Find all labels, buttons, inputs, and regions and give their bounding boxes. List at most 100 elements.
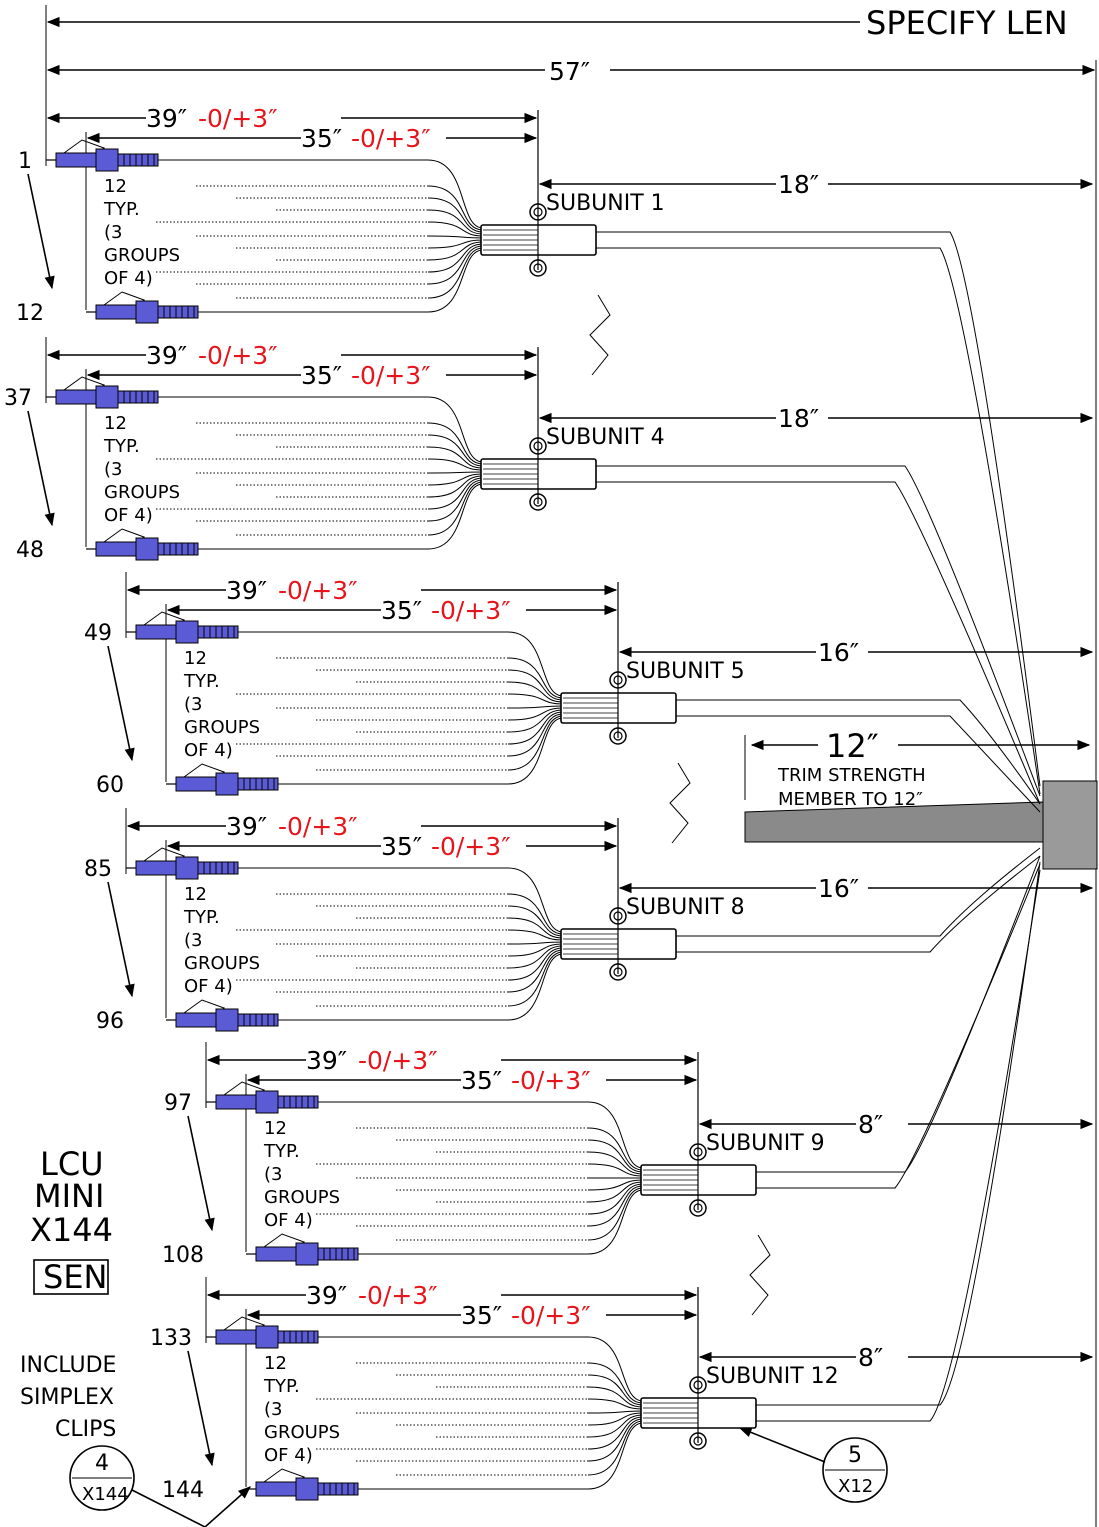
inner-length-label: 35″ [461, 1066, 502, 1095]
outer-tolerance-label: -0/+3″ [278, 576, 358, 605]
fiber-last-number: 48 [16, 538, 44, 563]
typical-label: TYP. [183, 671, 220, 692]
inner-tolerance-label: -0/+3″ [431, 596, 511, 625]
inner-tolerance-label: -0/+3″ [511, 1066, 591, 1095]
typical-label: TYP. [103, 436, 140, 457]
inner-length-label: 35″ [301, 124, 342, 153]
typical-label: TYP. [183, 907, 220, 928]
note-line2: SIMPLEX [20, 1385, 114, 1410]
lc-connector-icon [246, 1233, 359, 1266]
lc-connector-icon [166, 999, 279, 1032]
outer-tolerance-label: -0/+3″ [198, 104, 278, 133]
jacket-line [676, 847, 1041, 937]
lc-connector-icon [126, 611, 239, 644]
groups-label-2: GROUPS [264, 1422, 340, 1443]
groups-label-3: OF 4) [264, 1445, 313, 1466]
groups-label-3: OF 4) [184, 976, 233, 997]
subunit-name-label: SUBUNIT 5 [626, 659, 745, 684]
subunit-length-label: 18″ [778, 170, 819, 199]
subunit-name-label: SUBUNIT 4 [546, 425, 665, 450]
outer-length-label: 39″ [306, 1046, 347, 1075]
trim-length-label: 12″ [826, 727, 879, 765]
callout-right-top: 5 [848, 1443, 862, 1468]
title-line1: LCU [40, 1145, 104, 1183]
callout-right [738, 1427, 888, 1503]
inner-tolerance-label: -0/+3″ [431, 832, 511, 861]
fiber-last-number: 60 [96, 773, 124, 798]
jacket-line [756, 861, 1041, 1406]
break-symbol-icon [669, 762, 691, 844]
fiber-first-number: 85 [84, 857, 112, 882]
lc-connector-icon [206, 1081, 319, 1114]
fiber-last-number: 108 [162, 1243, 204, 1268]
title-box-label: SEN [43, 1258, 107, 1296]
inner-length-label: 35″ [381, 832, 422, 861]
inner-length-label: 35″ [461, 1301, 502, 1330]
fiber-count-label: 12 [184, 648, 207, 669]
fiber-first-number: 97 [164, 1091, 192, 1116]
groups-label-2: GROUPS [104, 245, 180, 266]
subunit-group-6: 39″-0/+3″35″-0/+3″13314412TYP.(3GROUPSOF… [150, 861, 1094, 1503]
outer-length-label: 39″ [306, 1281, 347, 1310]
subunit-name-label: SUBUNIT 9 [706, 1131, 825, 1156]
note-line1: INCLUDE [20, 1353, 116, 1378]
outer-tolerance-label: -0/+3″ [198, 341, 278, 370]
jacket-line [676, 699, 1041, 805]
fiber-first-number: 1 [18, 149, 32, 174]
subunit-name-label: SUBUNIT 12 [706, 1364, 839, 1389]
groups-label-2: GROUPS [104, 482, 180, 503]
callout-left-top: 4 [95, 1451, 109, 1476]
groups-label-1: (3 [264, 1164, 282, 1185]
inner-tolerance-label: -0/+3″ [351, 361, 431, 390]
fiber-first-number: 37 [4, 386, 32, 411]
outer-length-label: 39″ [226, 576, 267, 605]
lc-connector-icon [246, 1468, 359, 1501]
lc-connector-icon [166, 763, 279, 796]
inner-tolerance-label: -0/+3″ [511, 1301, 591, 1330]
fiber-first-number: 49 [84, 621, 112, 646]
groups-label-1: (3 [184, 694, 202, 715]
fiber-count-label: 12 [184, 884, 207, 905]
fiber-last-number: 96 [96, 1009, 124, 1034]
specify-length-label: SPECIFY LEN [866, 4, 1068, 42]
groups-label-2: GROUPS [184, 953, 260, 974]
groups-label-2: GROUPS [184, 717, 260, 738]
subunit-group-5: 39″-0/+3″35″-0/+3″9710812TYP.(3GROUPSOF … [162, 855, 1094, 1316]
break-symbol-icon [749, 1234, 771, 1316]
top-dimensions [45, 5, 1097, 1527]
inner-length-label: 35″ [301, 361, 342, 390]
outer-tolerance-label: -0/+3″ [358, 1046, 438, 1075]
fiber-count-label: 12 [104, 413, 127, 434]
trim-note-line2: MEMBER TO 12″ [778, 789, 923, 810]
lc-connector-icon [46, 376, 159, 409]
groups-label-1: (3 [104, 222, 122, 243]
callout-left [69, 1445, 251, 1527]
inner-length-label: 35″ [381, 596, 422, 625]
groups-label-3: OF 4) [104, 268, 153, 289]
break-symbol-icon [589, 294, 611, 376]
trim-note-line1: TRIM STRENGTH [777, 765, 926, 786]
lc-connector-icon [206, 1316, 319, 1349]
subunit-length-label: 16″ [818, 874, 859, 903]
subunit-length-label: 8″ [858, 1110, 883, 1139]
subunit-name-label: SUBUNIT 1 [546, 191, 665, 216]
outer-tolerance-label: -0/+3″ [358, 1281, 438, 1310]
title-line3: X144 [30, 1211, 113, 1249]
lc-connector-icon [86, 291, 199, 324]
fiber-first-number: 133 [150, 1326, 192, 1351]
typical-label: TYP. [263, 1376, 300, 1397]
subunit-length-label: 8″ [858, 1343, 883, 1372]
fiber-last-number: 12 [16, 301, 44, 326]
jacket-line [596, 465, 1041, 797]
groups-label-1: (3 [184, 930, 202, 951]
lc-connector-icon [46, 139, 159, 172]
typical-label: TYP. [103, 199, 140, 220]
outer-length-label: 39″ [226, 812, 267, 841]
groups-label-3: OF 4) [184, 740, 233, 761]
lc-connector-icon [86, 528, 199, 561]
